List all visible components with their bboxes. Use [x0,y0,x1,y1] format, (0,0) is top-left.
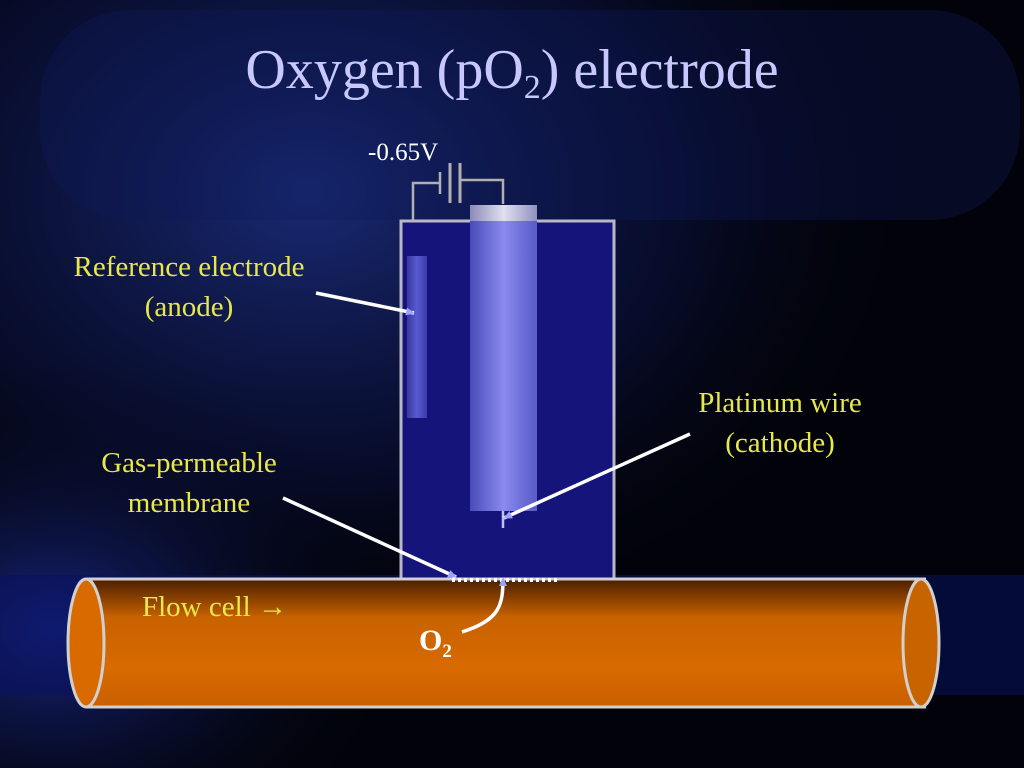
pointer-arrows [282,291,691,634]
reference-arrow [315,291,415,316]
platinum-arrow [503,432,691,520]
o2-label: O2 [419,624,452,662]
platinum-wire-label-line2: (cathode) [725,427,835,459]
platinum-wire [470,221,537,511]
flow-cell-label: Flow cell → [142,591,287,623]
reference-electrode-label: Reference electrode (anode) [52,247,326,327]
membrane-arrow [282,496,457,579]
reference-electrode-label-line1: Reference electrode [73,251,305,283]
flow-cell-tube [66,577,941,709]
voltage-label: -0.65V [368,139,439,166]
reference-electrode [407,256,427,418]
o2-arrow [461,577,507,634]
page-title: Oxygen (pO2) electrode [245,39,779,106]
membrane-label-line2: membrane [127,487,251,519]
membrane-label: Gas-permeable membrane [82,443,296,523]
membrane-label-line1: Gas-permeable [101,447,277,479]
reference-electrode-label-line2: (anode) [144,291,234,323]
platinum-wire-label: Platinum wire (cathode) [680,383,880,463]
platinum-wire-label-line1: Platinum wire [698,387,862,419]
platinum-wire-cap [470,205,537,221]
